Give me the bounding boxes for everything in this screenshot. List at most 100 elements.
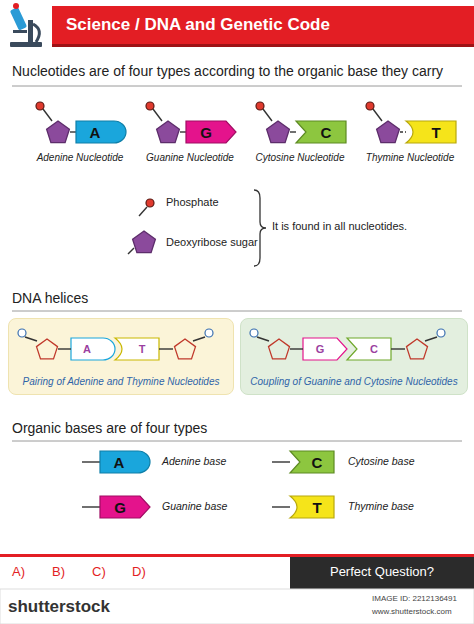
nucleotide-caption: Adenine Nucleotide	[37, 152, 124, 164]
answer-option: D)	[132, 565, 146, 580]
base-shape-path	[186, 121, 236, 143]
base-letter: A	[90, 125, 101, 140]
base-label-box: T	[125, 338, 159, 360]
base-shape: A	[76, 121, 126, 143]
header-bar	[52, 6, 474, 44]
bond-line	[400, 131, 406, 132]
base-label-box: C	[306, 121, 346, 143]
bond-line	[257, 337, 269, 341]
sugar-pentagon	[157, 121, 180, 143]
base-shape-path	[347, 338, 391, 360]
bond-line	[139, 207, 147, 216]
base-outline	[347, 338, 391, 360]
base-label-box: G	[303, 338, 337, 360]
bond-line	[153, 109, 162, 121]
base-shape: G	[303, 338, 347, 360]
legend-text: Phosphate	[166, 196, 219, 209]
watermark-strip	[0, 589, 474, 624]
bond-line	[272, 506, 290, 507]
phosphate-dot	[366, 102, 374, 110]
section-heading: DNA helices	[12, 290, 88, 306]
sugar-pentagon	[407, 339, 428, 359]
bond-line	[193, 337, 205, 341]
bond-line	[391, 348, 405, 349]
base-label-box: T	[300, 496, 334, 518]
base-label-box: G	[186, 121, 226, 143]
base-shape: G	[100, 496, 150, 518]
base-shape-path	[406, 121, 456, 143]
phosphate-dot	[146, 199, 154, 207]
base-name: Cytosine base	[348, 455, 415, 467]
section-heading: Nucleotides are of four types according …	[12, 63, 443, 79]
bond-line	[58, 348, 71, 349]
heading-rule	[12, 441, 462, 442]
heading-rule	[12, 86, 462, 87]
bond-line	[263, 109, 272, 121]
base-label-box: A	[100, 451, 138, 473]
phosphate-dot	[205, 329, 213, 337]
helix-panel: ATPairing of Adenine and Thymine Nucleot…	[8, 318, 234, 395]
base-outline	[100, 451, 150, 473]
watermark: shutterstock	[8, 597, 110, 617]
bond-line	[159, 348, 173, 349]
bond-line	[180, 131, 186, 132]
bond-line	[25, 337, 37, 341]
bracket	[254, 190, 266, 266]
nucleotide-caption: Cytosine Nucleotide	[256, 152, 345, 164]
bond-line	[128, 248, 134, 254]
base-outline	[290, 496, 334, 518]
panel-caption-box: Coupling of Guanine and Cytosine Nucleot…	[244, 371, 464, 389]
sugar-pentagon	[133, 231, 156, 253]
bond-line	[272, 461, 290, 462]
base-name: Adenine base	[162, 455, 226, 467]
watermark: IMAGE ID: 2212136491	[372, 594, 457, 603]
base-label-box: T	[416, 121, 456, 143]
bond-line	[70, 131, 76, 132]
base-shape-path	[290, 496, 334, 518]
sugar-pentagon	[37, 339, 58, 359]
base-shape: C	[290, 451, 334, 473]
base-outline	[76, 121, 126, 143]
base-outline	[71, 338, 115, 360]
sugar-pentagon	[269, 339, 290, 359]
base-letter: T	[139, 344, 146, 355]
base-label-box: A	[71, 338, 103, 360]
base-letter: T	[431, 125, 440, 140]
base-letter: G	[316, 344, 325, 355]
footer-text: Perfect Question?	[330, 565, 434, 580]
panel-caption: Coupling of Guanine and Cytosine Nucleot…	[250, 376, 457, 387]
base-shape-path	[296, 121, 346, 143]
base-shape-path	[115, 338, 159, 360]
base-name: Guanine base	[162, 500, 227, 512]
base-letter: G	[114, 500, 126, 515]
helix-panel: G C Coupling of Guanine and Cytosine Nucle…	[240, 318, 468, 395]
bond-line	[425, 337, 437, 341]
sugar-pentagon	[47, 121, 70, 143]
base-shape: G	[186, 121, 236, 143]
base-letter: C	[370, 344, 378, 355]
legend-text: Deoxyribose sugar	[166, 236, 258, 249]
base-label-box: A	[76, 121, 114, 143]
base-letter: C	[321, 125, 332, 140]
section-heading: Organic bases are of four types	[12, 420, 207, 436]
base-outline	[303, 338, 347, 360]
note: It is found in all nucleotides.	[272, 220, 407, 233]
base-shape-path	[71, 338, 115, 360]
bond-line	[82, 461, 100, 462]
base-letter: A	[114, 455, 125, 470]
base-label-box: G	[100, 496, 140, 518]
bond-line	[290, 348, 303, 349]
phosphate-dot	[250, 329, 258, 337]
answer-option: A)	[12, 565, 25, 580]
base-letter: G	[200, 125, 212, 140]
heading-rule	[12, 311, 462, 312]
base-shape-path	[100, 496, 150, 518]
bond-line	[43, 109, 52, 121]
base-outline	[406, 121, 456, 143]
base-shape: T	[115, 338, 159, 360]
phosphate-dot	[256, 102, 264, 110]
footer-dark-bar	[290, 557, 474, 589]
base-shape-path	[290, 451, 334, 473]
